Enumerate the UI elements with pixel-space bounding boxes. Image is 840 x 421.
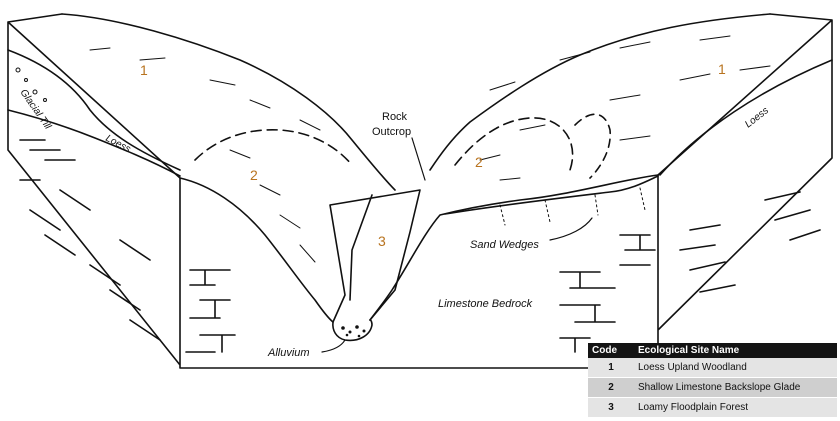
legend-row: 2 Shallow Limestone Backslope Glade — [588, 378, 837, 398]
loess-label-right: Loess — [743, 105, 771, 130]
right-side-bricks — [680, 192, 820, 292]
limestone-bedrock-label: Limestone Bedrock — [438, 298, 533, 310]
ecological-site-legend: Code Ecological Site Name 1 Loess Upland… — [588, 343, 837, 418]
legend-code: 3 — [588, 398, 634, 418]
sand-wedges — [500, 188, 645, 225]
left-side-bricks — [30, 190, 160, 340]
legend-site-name: Loamy Floodplain Forest — [634, 398, 837, 418]
left-upland-surface — [62, 14, 395, 190]
alluvium-label: Alluvium — [267, 347, 310, 359]
right-backslope-boundary-2 — [575, 114, 610, 178]
loess-boundary-left — [8, 110, 180, 176]
left-backslope-boundary — [195, 130, 352, 165]
zone-number-backslope-left: 2 — [250, 167, 258, 183]
legend-header-code: Code — [588, 343, 634, 358]
zone-number-upland-right: 1 — [718, 61, 726, 77]
alluvium-deposit — [333, 320, 372, 340]
sand-wedges-label: Sand Wedges — [470, 239, 539, 251]
legend-code: 2 — [588, 378, 634, 398]
left-bedrock-bricks — [20, 140, 235, 352]
legend-code: 1 — [588, 358, 634, 378]
zone-number-backslope-right: 2 — [475, 154, 483, 170]
rock-outcrop-label-line2: Outcrop — [372, 126, 411, 138]
legend-row: 3 Loamy Floodplain Forest — [588, 398, 837, 418]
zone-number-upland-left: 1 — [140, 62, 148, 78]
zone-number-floodplain: 3 — [378, 233, 386, 249]
right-backslope-boundary — [455, 118, 573, 170]
legend-site-name: Shallow Limestone Backslope Glade — [634, 378, 837, 398]
legend-header-row: Code Ecological Site Name — [588, 343, 837, 358]
alluvium-pebbles — [341, 325, 365, 337]
alluvium-leader — [322, 340, 345, 352]
legend-header-name: Ecological Site Name — [634, 343, 837, 358]
right-bedrock-bricks — [560, 235, 655, 352]
rock-outcrop-label-line1: Rock — [382, 111, 408, 123]
rock-outcrop-leader — [412, 138, 425, 180]
valley-channel — [330, 190, 420, 322]
legend-row: 1 Loess Upland Woodland — [588, 358, 837, 378]
right-cap-curve — [660, 60, 832, 175]
sand-wedges-leader — [550, 218, 592, 240]
legend-site-name: Loess Upland Woodland — [634, 358, 837, 378]
